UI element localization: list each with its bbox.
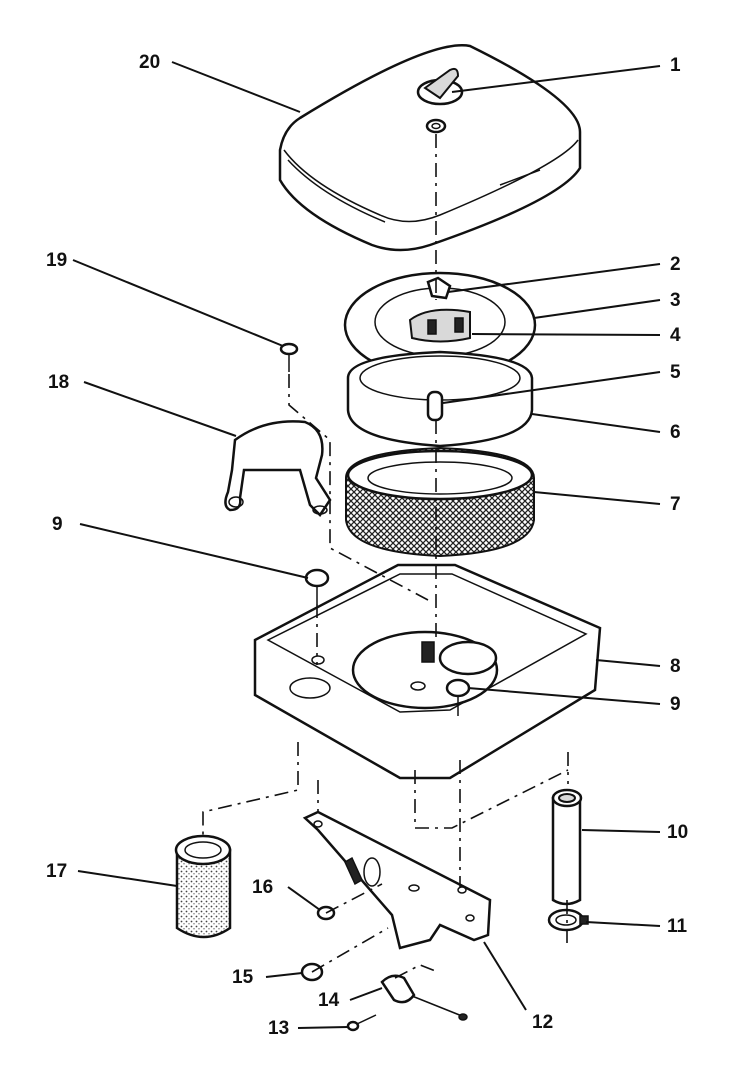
callout-9-right: 9	[670, 694, 681, 715]
base-part	[253, 563, 602, 780]
tube-part	[551, 788, 583, 906]
cover-part	[278, 44, 582, 252]
callout-1: 1	[670, 55, 681, 76]
wing-nut-part	[416, 67, 464, 134]
hose-sleeve-part	[174, 834, 232, 939]
callout-6: 6	[670, 422, 681, 443]
callout-20: 20	[139, 52, 160, 73]
callout-14: 14	[318, 990, 340, 1011]
mounting-bracket-part	[302, 810, 492, 950]
callout-13: 13	[268, 1018, 289, 1039]
solenoid-part-14	[380, 974, 468, 1021]
assembly-lines	[202, 134, 569, 979]
callout-3: 3	[670, 290, 681, 311]
callout-4: 4	[670, 325, 681, 346]
callout-9-left: 9	[52, 514, 63, 535]
callout-18: 18	[48, 372, 69, 393]
callout-17: 17	[46, 861, 67, 882]
callout-8: 8	[670, 656, 681, 677]
callout-labels: 20 1 2 3 4 5 6 7 8 9 10 11 12 19 18 9 17…	[46, 52, 688, 1039]
leader-lines	[72, 61, 661, 1029]
screw-part-13	[346, 1014, 377, 1032]
callout-7: 7	[670, 494, 681, 515]
callout-10: 10	[667, 822, 688, 843]
callout-19: 19	[46, 250, 67, 271]
bolt-part-9a	[304, 568, 330, 604]
callout-16: 16	[252, 877, 273, 898]
precleaner-part	[346, 350, 534, 448]
screw-part-19	[279, 342, 299, 372]
clamp-part	[547, 908, 589, 932]
bracket-part	[224, 420, 332, 517]
callout-5: 5	[670, 362, 681, 383]
callout-15: 15	[232, 967, 254, 988]
air-filter-element-part	[345, 446, 535, 558]
callout-12: 12	[532, 1012, 553, 1033]
callout-2: 2	[670, 254, 681, 275]
callout-11: 11	[667, 916, 688, 937]
